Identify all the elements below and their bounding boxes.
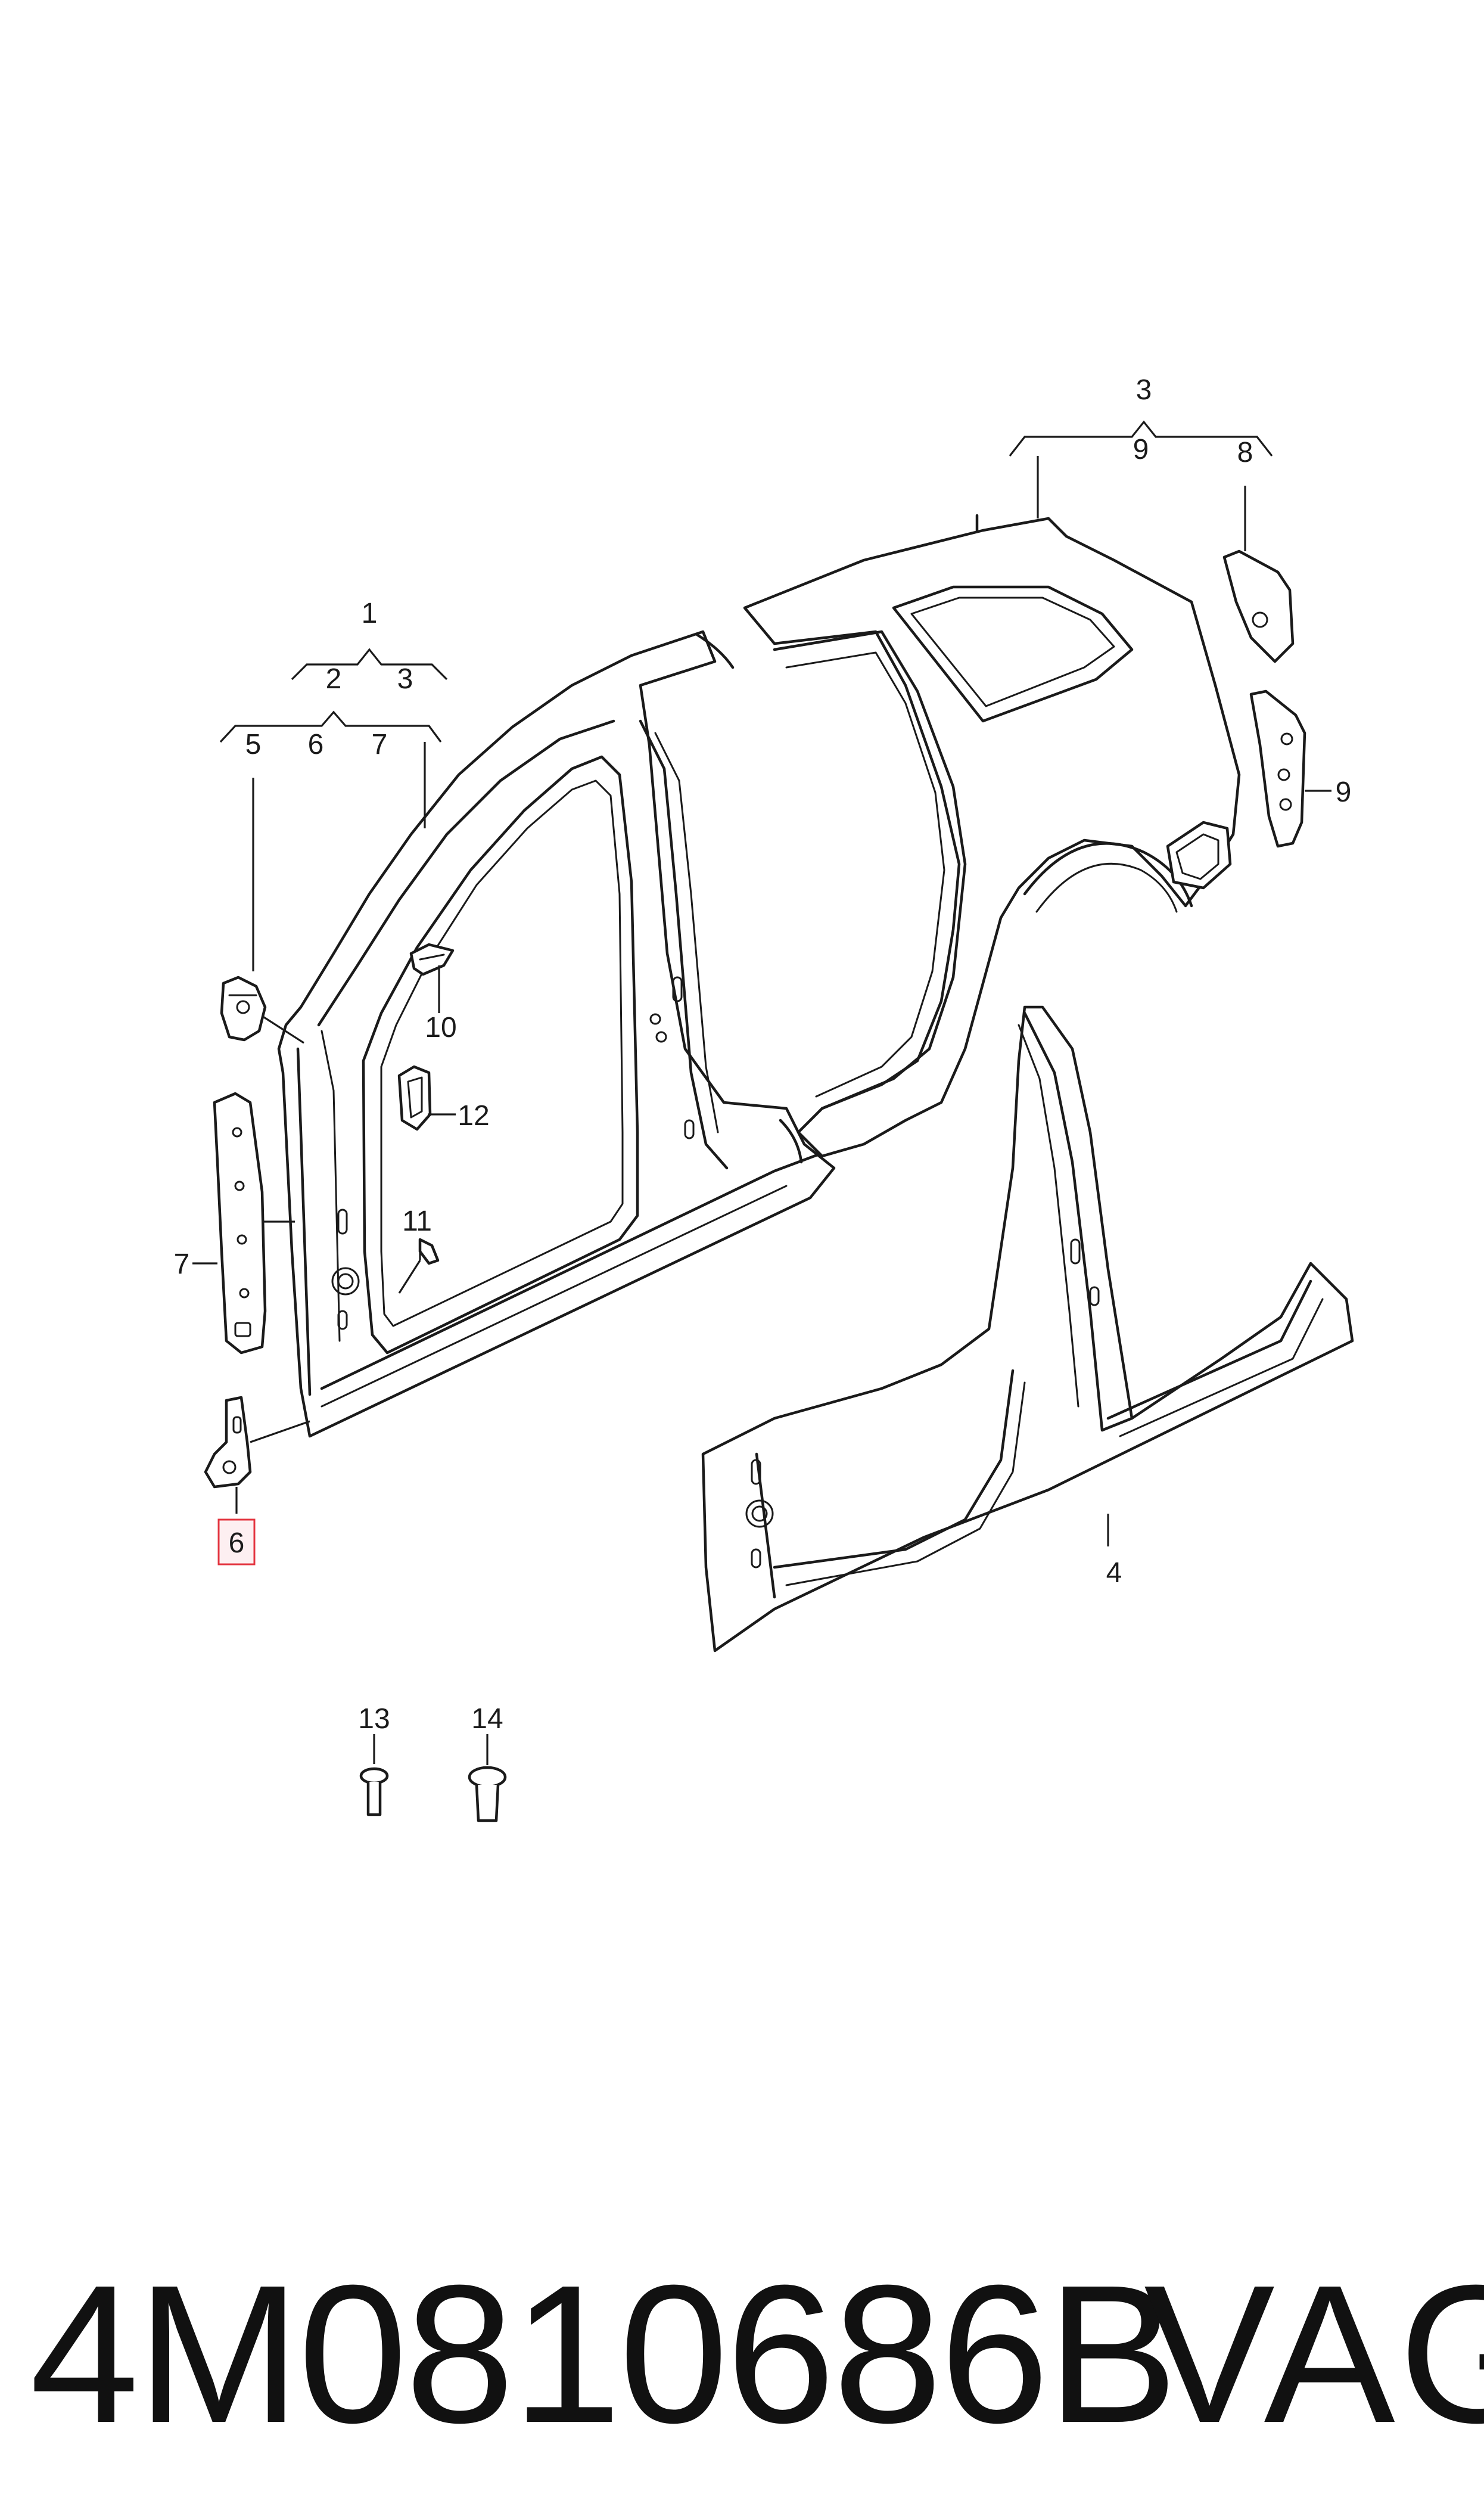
callout-6[interactable]: 6 [308, 729, 324, 760]
reinforcement-part-7 [213, 1092, 267, 1355]
callout-3[interactable]: 3 [397, 663, 413, 695]
highlight-box [217, 1518, 256, 1566]
bracket-part-5 [220, 976, 267, 1042]
callout-2[interactable]: 2 [326, 663, 342, 695]
bracket-part-6 [204, 1396, 252, 1489]
callout-8[interactable]: 8 [1237, 437, 1253, 468]
callout-7[interactable]: 7 [174, 1248, 190, 1280]
plate-part-12 [397, 1065, 432, 1131]
rivet-part-14 [468, 1766, 507, 1822]
callout-leaders [192, 420, 1331, 1765]
part-number: 4M0810686B [30, 2244, 1178, 2464]
footer: 4M0810686B VAG [0, 2229, 1484, 2479]
callout-5[interactable]: 5 [245, 729, 262, 760]
front-side-panel [277, 630, 836, 1438]
rivet-part-13 [359, 1767, 389, 1816]
callout-7[interactable]: 7 [372, 729, 388, 760]
bracket-part-9 [1249, 689, 1306, 848]
brand-name: VAG [1144, 2244, 1484, 2464]
clip-part-10 [409, 943, 455, 976]
callout-11[interactable]: 11 [402, 1206, 432, 1237]
callout-9[interactable]: 9 [1336, 776, 1352, 808]
callout-14[interactable]: 14 [471, 1703, 503, 1735]
parts-diagram: 1 2 3 5 6 7 3 9 8 9 10 12 11 7 6 4 13 14 [174, 374, 1354, 1822]
callout-4[interactable]: 4 [1106, 1557, 1122, 1589]
callout-13[interactable]: 13 [358, 1703, 390, 1735]
callout-10[interactable]: 10 [425, 1012, 456, 1043]
rear-quarter-panel [743, 514, 1241, 1158]
callout-6-highlighted[interactable]: 6 [229, 1527, 245, 1559]
callout-12[interactable]: 12 [458, 1100, 489, 1132]
callout-labels: 1 2 3 5 6 7 3 9 8 9 10 12 11 7 6 4 13 14 [174, 374, 1352, 1735]
bracket-part-8 [1222, 549, 1295, 663]
callout-9[interactable]: 9 [1133, 434, 1149, 465]
callout-1[interactable]: 1 [362, 598, 378, 629]
callout-3[interactable]: 3 [1136, 374, 1152, 406]
b-pillar-sill-section [701, 1005, 1354, 1653]
